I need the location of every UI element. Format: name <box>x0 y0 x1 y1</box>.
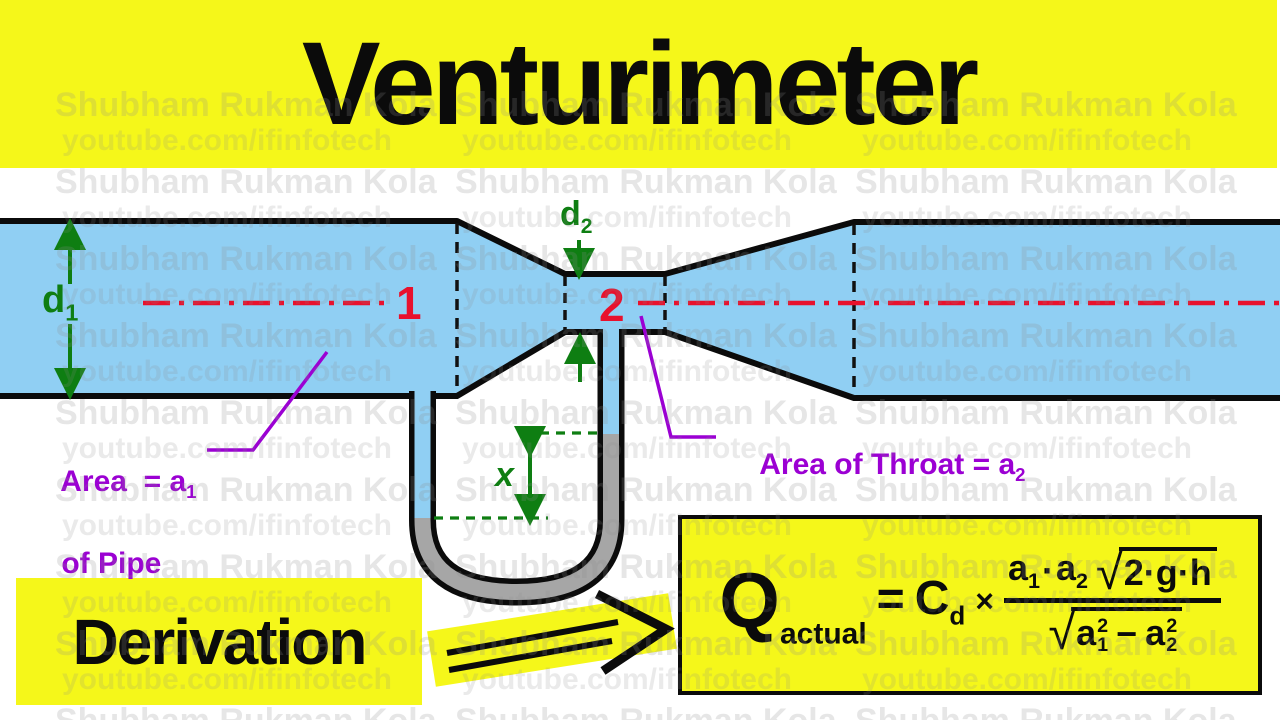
area-pipe-leader <box>207 350 329 452</box>
pipe-body <box>0 221 1280 398</box>
throat-diameter-label: d2 <box>560 195 593 238</box>
title-banner: Venturimeter <box>0 0 1277 168</box>
fraction-numerator: a1 · a2 √2·g·h <box>1004 545 1221 598</box>
flow-rate-symbol: Qactual <box>719 555 867 651</box>
area-throat-leader <box>639 315 716 439</box>
section-1-label: 1 <box>396 277 422 329</box>
inlet-diameter-label: d1 <box>42 279 79 326</box>
times-sign: × <box>975 582 994 619</box>
fraction-bar <box>1003 598 1221 604</box>
area-pipe-label: Area = a1 of Pipe <box>60 465 197 580</box>
derivation-banner: Derivation <box>16 578 422 705</box>
equals-sign: = <box>876 572 905 626</box>
manometer-reading-label: x <box>495 456 514 494</box>
discharge-coefficient: Cd <box>914 571 966 631</box>
page-title: Venturimeter <box>301 18 979 150</box>
derivation-arrow <box>427 589 677 687</box>
section-2-label: 2 <box>599 279 625 331</box>
pipe-top-edge <box>0 218 1280 277</box>
area-throat-label: Area of Throat = a2 <box>759 448 1026 485</box>
derivation-label: Derivation <box>72 605 368 678</box>
mercury-column <box>414 433 619 601</box>
